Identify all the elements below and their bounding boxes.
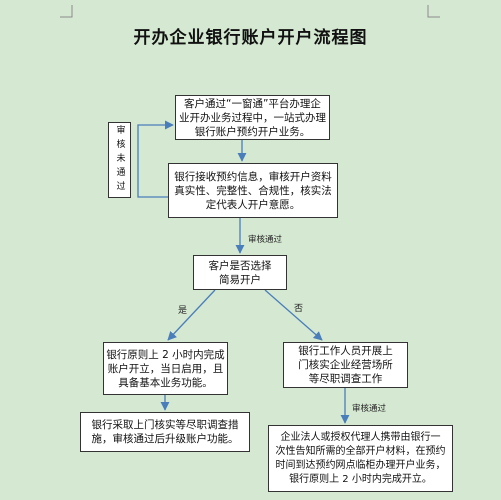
node-apply-line: 客户通过“一窗通”平台办理企: [184, 97, 321, 110]
node-apply-line: 银行账户预约开户业务。: [194, 125, 311, 138]
label-yes: 是: [178, 306, 188, 316]
node-decision: 客户是否选择 简易开户: [193, 255, 287, 290]
node-counter-open-line: 时间到达预约网点临柜办理开户业务，: [275, 459, 446, 471]
node-onsite-check-line: 银行工作人员开展上: [298, 345, 393, 357]
edge-decision-to-simple-open: [167, 289, 216, 341]
node-counter-open-line: 银行原则上 2 小时内完成开立。: [289, 473, 432, 485]
node-review: 银行接收预约信息，审核开户资料 真实性、完整性、合规性，核实法 定代表人开户意愿…: [168, 163, 338, 218]
node-onsite-check: 银行工作人员开展上 门核实企业经营场所 等尽职调查工作: [283, 342, 408, 388]
node-upgrade: 银行采取上门核实等尽职调查措 施，审核通过后升级账户功能。: [80, 412, 250, 452]
node-counter-open-line: 次性告知所需的全部开户材料，在预约: [275, 445, 446, 457]
node-decision-line: 客户是否选择: [208, 259, 272, 272]
edge-review-to-apply-rejected: [137, 120, 174, 198]
corner-mark-top-left: [60, 5, 73, 18]
node-onsite-check-line: 等尽职调查工作: [308, 373, 383, 385]
node-review-line: 定代表人开户意愿。: [205, 198, 301, 211]
node-simple-open-line: 账户开立，当日启用，且: [107, 362, 224, 375]
node-counter-open-line: 企业法人或授权代理人携带由银行一: [280, 431, 441, 443]
label-rejected-box: 审核未通过: [108, 122, 131, 198]
node-upgrade-line: 施，审核通过后升级账户功能。: [91, 433, 239, 445]
node-review-line: 真实性、完整性、合规性，核实法: [174, 184, 332, 197]
node-simple-open-line: 银行原则上 2 小时内完成: [106, 348, 225, 361]
node-review-line: 银行接收预约信息，审核开户资料: [174, 170, 332, 183]
edge-decision-to-onsite-check: [264, 289, 323, 341]
node-apply: 客户通过“一窗通”平台办理企 业开办业务过程中，一站式办理 银行账户预约开户业务…: [175, 95, 330, 140]
label-rejected: 审核未通过: [114, 125, 125, 195]
label-no: 否: [294, 304, 304, 314]
node-simple-open: 银行原则上 2 小时内完成 账户开立，当日启用，且 具备基本业务功能。: [103, 342, 228, 395]
node-onsite-check-line: 门核实企业经营场所: [298, 359, 393, 371]
node-decision-line: 简易开户: [219, 273, 261, 286]
page-title: 开办企业银行账户开户流程图: [133, 28, 368, 48]
node-upgrade-line: 银行采取上门核实等尽职调查措: [91, 419, 239, 431]
node-simple-open-line: 具备基本业务功能。: [118, 376, 213, 389]
node-apply-line: 业开办业务过程中，一站式办理: [179, 111, 326, 124]
label-approved-onsite: 审核通过: [352, 404, 387, 414]
corner-mark-top-right: [427, 5, 440, 18]
node-counter-open: 企业法人或授权代理人携带由银行一 次性告知所需的全部开户材料，在预约 时间到达预…: [268, 425, 453, 492]
label-approved-review: 审核通过: [248, 235, 283, 245]
